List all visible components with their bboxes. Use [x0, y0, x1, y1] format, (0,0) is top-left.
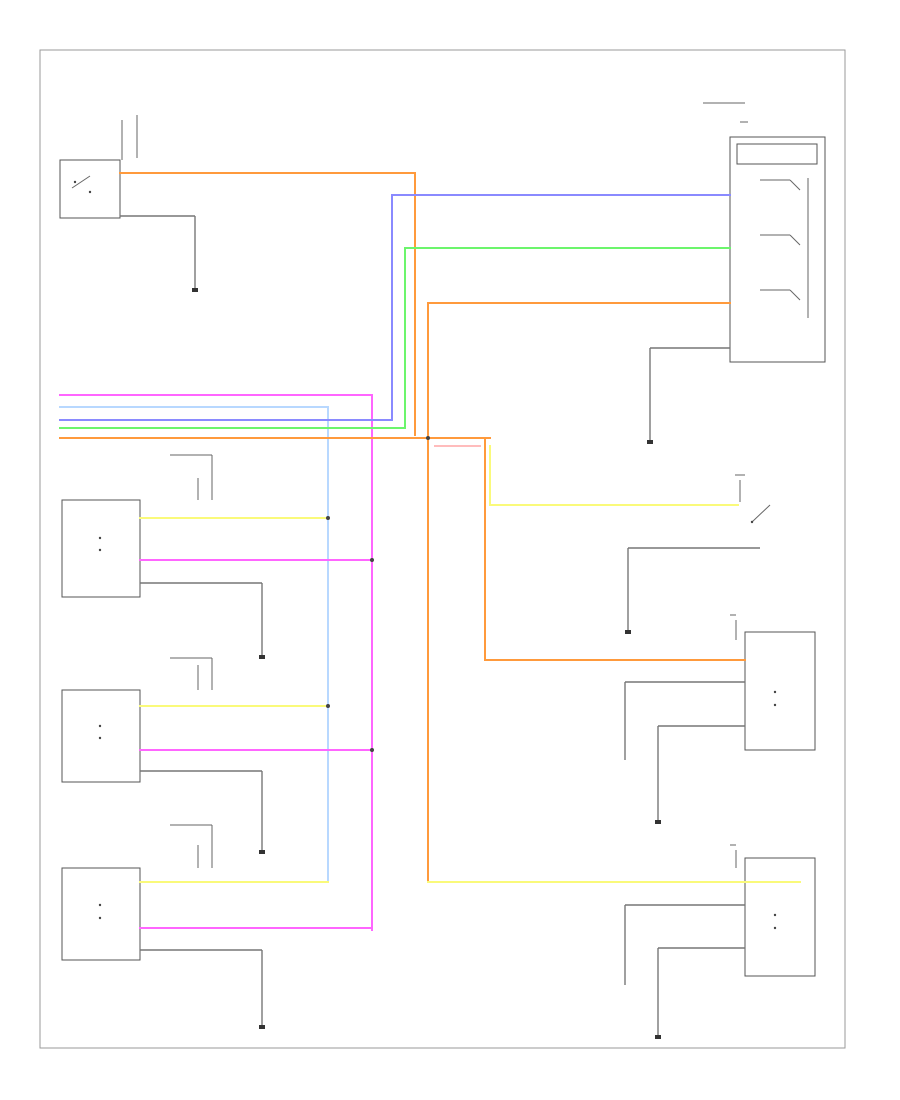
wire-yellow-rfdoor — [489, 445, 739, 506]
ground-icon — [625, 630, 631, 634]
wire-green-driver — [404, 247, 731, 429]
junction-dot — [426, 436, 430, 440]
wire-orange-lrdoor — [484, 437, 746, 661]
right-rear-door-switch — [624, 844, 816, 1039]
ground-icon — [647, 440, 653, 444]
left-front-switch — [61, 454, 265, 659]
left-rear-door-switch — [624, 614, 816, 824]
ground-icon — [259, 655, 265, 659]
wire-lightblue-bus — [59, 406, 329, 883]
diagram-frame — [39, 49, 846, 1049]
right-front-switch — [61, 657, 265, 854]
ground-icon — [259, 1025, 265, 1029]
ground-icon — [192, 288, 198, 292]
junction-dot — [326, 704, 330, 708]
wire-orange-top — [119, 172, 416, 436]
ground-icon — [655, 1035, 661, 1039]
wire-magenta-bus — [59, 394, 373, 931]
top-left-switch — [59, 115, 198, 292]
junction-dot — [370, 748, 374, 752]
junction-dot — [326, 516, 330, 520]
tailgate-switch — [61, 824, 265, 1029]
ground-icon — [655, 820, 661, 824]
wire-blue-driver — [391, 194, 731, 421]
ground-icon — [259, 850, 265, 854]
driver-multi-switch — [647, 102, 826, 444]
wire-orange-driver — [427, 302, 731, 436]
right-front-door-switch — [625, 474, 771, 634]
junction-dot — [370, 558, 374, 562]
